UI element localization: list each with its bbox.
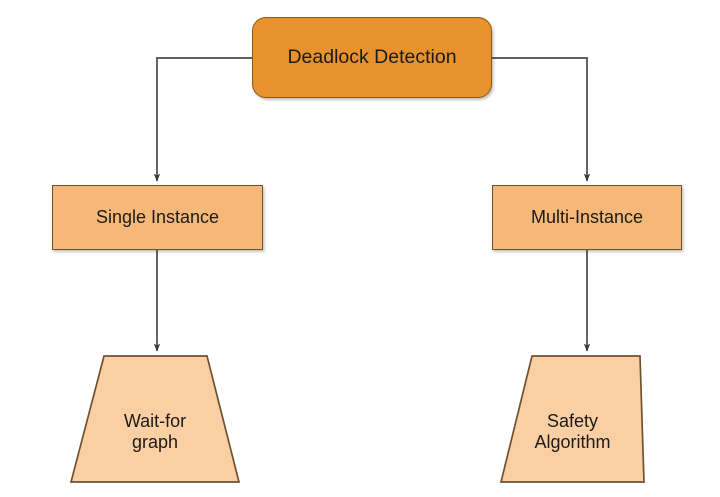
node-safety-algorithm[interactable]: Safety Algorithm (500, 355, 645, 483)
edge-root-multi (492, 57, 591, 182)
node-label: Wait-for graph (123, 410, 187, 452)
node-label: Deadlock Detection (287, 46, 457, 68)
node-deadlock-detection[interactable]: Deadlock Detection (252, 17, 492, 98)
node-label: Multi-Instance (530, 206, 644, 227)
trapezoid-shape (500, 355, 645, 483)
node-single-instance[interactable]: Single Instance (52, 185, 263, 250)
node-multi-instance[interactable]: Multi-Instance (492, 185, 682, 250)
node-label: Safety Algorithm (534, 410, 611, 452)
node-label: Single Instance (95, 206, 220, 227)
edge-root-single (153, 57, 252, 182)
node-wait-for-graph[interactable]: Wait-for graph (70, 355, 240, 483)
trapezoid-shape (70, 355, 240, 483)
